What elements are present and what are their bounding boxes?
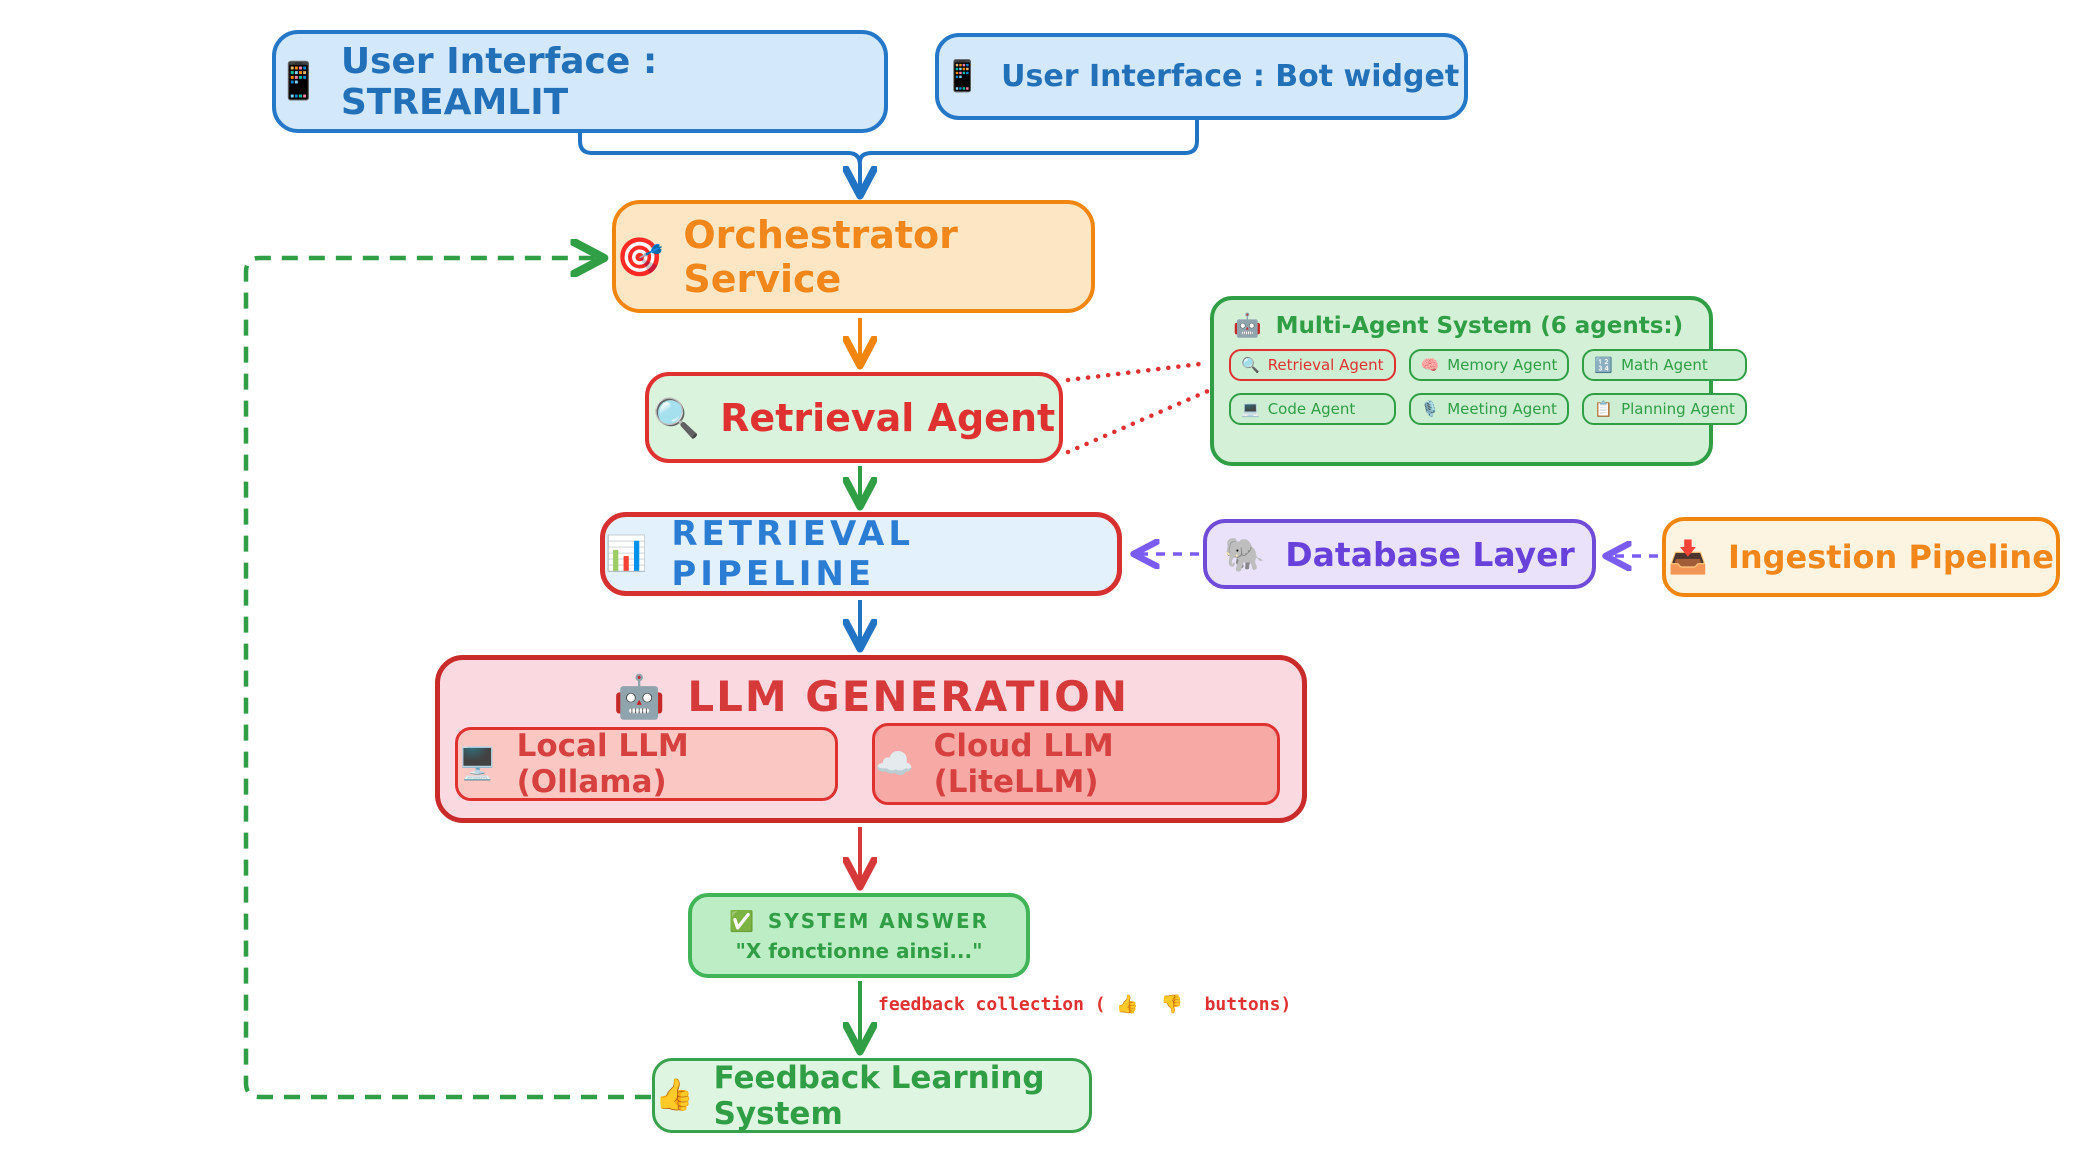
clipboard-icon: 📋: [1594, 399, 1614, 418]
node-ui-bot-widget: 📱 User Interface : Bot widget: [935, 33, 1468, 120]
inbox-tray-icon: 📥: [1668, 538, 1708, 576]
node-retrieval-pipeline: 📊 RETRIEVAL PIPELINE: [600, 512, 1122, 596]
node-label: Feedback Learning System: [713, 1059, 1045, 1132]
agent-chip-label: Meeting Agent: [1447, 400, 1557, 418]
arrow-feedback-loop-to-orchestrator: [243, 258, 651, 1100]
node-retrieval-agent: 🔍 Retrieval Agent: [645, 372, 1063, 463]
node-orchestrator-service: 🎯 Orchestrator Service: [612, 200, 1095, 313]
llm-generation-title: 🤖 LLM GENERATION: [613, 672, 1129, 721]
system-answer-title: ✅ SYSTEM ANSWER: [729, 909, 989, 933]
node-feedback-learning-system: 👍 Feedback Learning System: [652, 1058, 1092, 1133]
node-label: Database Layer: [1285, 534, 1575, 574]
check-mark-icon: ✅: [728, 908, 756, 933]
system-answer-quote: "X fonctionne ainsi...": [735, 938, 983, 963]
mobile-phone-icon: 📱: [276, 60, 321, 102]
system-answer-title-label: SYSTEM ANSWER: [767, 908, 990, 933]
agent-chip-retrieval: 🔍 Retrieval Agent: [1229, 349, 1396, 381]
robot-icon: 🤖: [1233, 312, 1262, 339]
agent-chip-label: Memory Agent: [1447, 356, 1558, 374]
arrow-ui-bot-to-orchestrator: [858, 120, 1199, 163]
node-system-answer: ✅ SYSTEM ANSWER "X fonctionne ainsi...": [688, 893, 1030, 978]
arrow-ui-streamlit-to-orchestrator: [578, 132, 860, 193]
node-label: Ingestion Pipeline: [1727, 538, 2054, 576]
dotted-link-retrieval-agent-top: [1065, 360, 1211, 383]
agent-chip-math: 🔢 Math Agent: [1582, 349, 1747, 381]
dotted-link-retrieval-agent-bottom: [1065, 388, 1211, 455]
node-label: User Interface : STREAMLIT: [340, 40, 658, 123]
node-label: Cloud LLM (LiteLLM): [933, 728, 1114, 800]
brain-icon: 🧠: [1420, 355, 1440, 374]
node-ui-streamlit: 📱 User Interface : STREAMLIT: [272, 30, 888, 133]
bar-chart-icon: 📊: [605, 534, 652, 574]
agent-chip-label: Math Agent: [1621, 356, 1708, 374]
feedback-collection-note: feedback collection ( 👍 👎 buttons): [878, 994, 1292, 1015]
agent-chip-label: Planning Agent: [1621, 400, 1735, 418]
multi-agent-title-label: Multi-Agent System (6 agents:): [1275, 313, 1684, 339]
node-cloud-llm: ☁️ Cloud LLM (LiteLLM): [872, 723, 1280, 805]
magnifier-icon: 🔍: [652, 395, 701, 440]
cloud-icon: ☁️: [875, 745, 914, 782]
node-label: Orchestrator Service: [683, 212, 958, 301]
magnifier-icon: 🔍: [1241, 355, 1260, 374]
llm-generation-title-label: LLM GENERATION: [687, 672, 1129, 721]
multi-agent-title: 🤖 Multi-Agent System (6 agents:): [1233, 313, 1683, 339]
node-label: Retrieval Agent: [720, 395, 1056, 440]
node-label: User Interface : Bot widget: [1001, 59, 1460, 94]
node-label: Local LLM (Ollama): [516, 728, 689, 800]
agent-chip-grid: 🔍 Retrieval Agent 🧠 Memory Agent 🔢 Math …: [1229, 349, 1747, 425]
agent-chip-meeting: 🎙️ Meeting Agent: [1408, 393, 1570, 425]
node-label: RETRIEVAL PIPELINE: [671, 514, 914, 594]
microphone-icon: 🎙️: [1420, 399, 1440, 418]
agent-chip-label: Retrieval Agent: [1267, 356, 1384, 374]
agent-chip-code: 💻 Code Agent: [1229, 393, 1396, 425]
node-local-llm: 🖥️ Local LLM (Ollama): [455, 727, 838, 801]
elephant-icon: 🐘: [1224, 534, 1266, 574]
agent-chip-label: Code Agent: [1267, 400, 1356, 418]
node-database-layer: 🐘 Database Layer: [1203, 519, 1596, 589]
robot-icon: 🤖: [613, 671, 668, 721]
mobile-phone-icon: 📱: [943, 58, 982, 94]
numbers-icon: 🔢: [1594, 355, 1614, 374]
node-multi-agent-system: 🤖 Multi-Agent System (6 agents:) 🔍 Retri…: [1210, 296, 1747, 466]
agent-chip-memory: 🧠 Memory Agent: [1408, 349, 1570, 381]
desktop-computer-icon: 🖥️: [458, 745, 497, 782]
node-ingestion-pipeline: 📥 Ingestion Pipeline: [1662, 517, 2060, 597]
thumbs-up-icon: 👍: [655, 1077, 694, 1113]
agent-chip-planning: 📋 Planning Agent: [1582, 393, 1747, 425]
laptop-icon: 💻: [1241, 399, 1260, 418]
target-icon: 🎯: [616, 234, 664, 279]
